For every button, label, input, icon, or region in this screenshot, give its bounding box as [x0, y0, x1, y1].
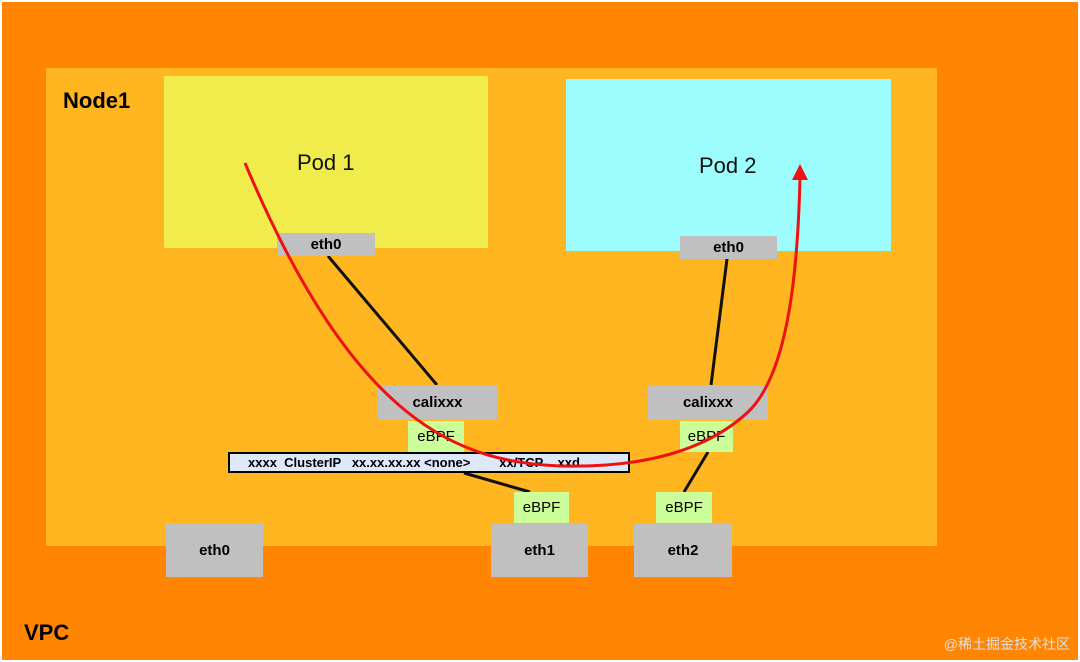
node-eth2: eth2	[634, 524, 732, 577]
node-eth1: eth1	[491, 524, 588, 577]
service-entry: xxxx ClusterIP xx.xx.xx.xx <none> xx/TCP…	[228, 452, 630, 473]
eth1-ebpf: eBPF	[514, 492, 569, 523]
eth2-ebpf: eBPF	[656, 492, 712, 523]
cali2-veth: calixxx	[648, 385, 768, 420]
node-eth0: eth0	[166, 524, 263, 577]
pod1-label: Pod 1	[297, 150, 355, 175]
watermark: @稀土掘金技术社区	[943, 636, 1070, 652]
vpc-label: VPC	[24, 620, 70, 645]
pod1-eth0: eth0	[277, 233, 375, 256]
pod2-eth0: eth0	[680, 236, 777, 259]
cali1-veth: calixxx	[378, 385, 497, 420]
cali2-ebpf: eBPF	[680, 421, 733, 452]
cali1-ebpf: eBPF	[408, 421, 464, 452]
pod2-label: Pod 2	[699, 153, 757, 178]
node-label: Node1	[63, 88, 131, 113]
